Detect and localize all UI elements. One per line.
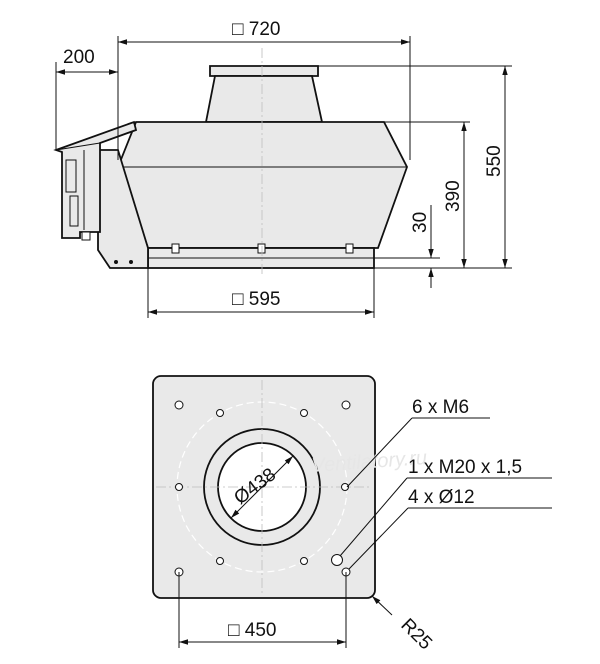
m6-hole (300, 409, 308, 417)
dim-label-550: 550 (484, 145, 505, 177)
cable-gland (81, 231, 91, 241)
m6-hole (216, 409, 224, 417)
dim-label-200: 200 (63, 47, 95, 68)
dim-label-390: 390 (443, 180, 464, 212)
dim-line-diameter (230, 455, 294, 519)
m20-hole (331, 554, 343, 566)
base-screw (171, 243, 180, 254)
bottom-view-callouts: 6 x M6 1 x M20 x 1,5 4 x Ø12 □ 450 R25 (178, 397, 552, 654)
terminal-lid (55, 142, 101, 151)
base-screw (257, 243, 266, 254)
m6-hole (341, 483, 349, 491)
corner-holes (174, 400, 351, 577)
dim-label-30: 30 (410, 212, 431, 233)
label-r25: R25 (396, 615, 435, 654)
bracket-screw (129, 260, 133, 264)
outlet-cap (209, 65, 319, 77)
leader-m20 (339, 477, 408, 557)
label-holes: 4 x Ø12 (408, 487, 475, 508)
leader-r25 (371, 595, 393, 616)
corner-hole (174, 400, 184, 410)
terminal-strip (65, 159, 77, 193)
leader-m6 (346, 417, 413, 488)
m6-hole (216, 557, 224, 565)
m6-hole (175, 483, 183, 491)
base-screw (345, 243, 354, 254)
corner-hole (341, 400, 351, 410)
fan-housing (117, 121, 408, 249)
dim-label-450: □ 450 (228, 620, 276, 641)
leader-holes (348, 507, 409, 570)
bracket-screw (114, 260, 118, 264)
m6-holes (175, 409, 349, 565)
side-view-dimensions: □ 720 200 550 390 30 □ 595 (55, 19, 512, 318)
label-m6: 6 x M6 (412, 397, 469, 418)
terminal-strip (69, 195, 79, 227)
label-m20: 1 x M20 x 1,5 (408, 457, 522, 478)
m6-hole (300, 557, 308, 565)
dim-label-595: □ 595 (232, 289, 280, 310)
dim-label-720: □ 720 (232, 19, 280, 40)
outlet-neck (204, 75, 324, 123)
side-view (53, 48, 408, 275)
bottom-view: Ø438 Ventilatory.ru (152, 375, 428, 599)
